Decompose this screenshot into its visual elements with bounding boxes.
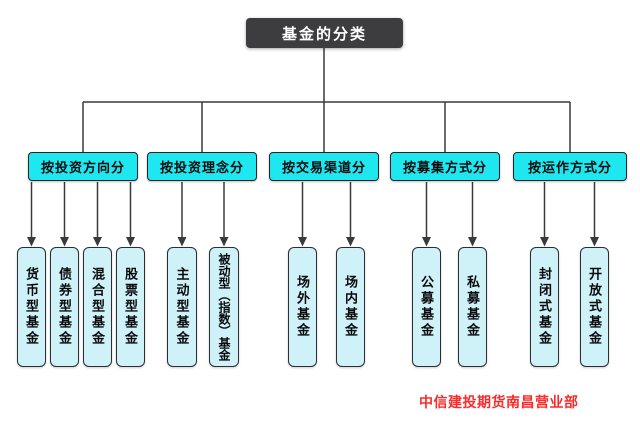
leaf-private-fund: 私募基金 xyxy=(458,247,487,367)
leaf-label: 股票型基金 xyxy=(123,267,138,347)
leaf-label: 公募基金 xyxy=(419,275,434,339)
branch-label: 按交易渠道分 xyxy=(281,160,366,175)
leaf-closed-end-fund: 封闭式基金 xyxy=(530,247,559,367)
branch-operation-method: 按运作方式分 xyxy=(513,152,627,181)
leaf-public-fund: 公募基金 xyxy=(412,247,441,367)
branch-label: 按募集方式分 xyxy=(402,160,487,175)
tree-connector xyxy=(82,48,571,152)
leaf-hybrid-fund: 混合型基金 xyxy=(83,247,112,367)
branch-trading-channel: 按交易渠道分 xyxy=(269,152,379,181)
leaf-active-fund: 主动型基金 xyxy=(167,247,197,367)
branch-label: 按投资方向分 xyxy=(40,160,125,175)
leaf-label: 主动型基金 xyxy=(174,267,190,347)
leaf-stock-fund: 股票型基金 xyxy=(116,247,145,367)
leaf-label: 封闭式基金 xyxy=(537,267,552,347)
leaf-exchange-fund: 场内基金 xyxy=(336,247,365,367)
leaf-label: 开放式基金 xyxy=(587,267,602,347)
leaf-label: 私募基金 xyxy=(465,275,480,339)
footer-caption: 中信建投期货南昌营业部 xyxy=(419,394,579,410)
branch-investment-direction: 按投资方向分 xyxy=(28,152,138,181)
leaf-bond-fund: 债券型基金 xyxy=(50,247,79,367)
leaf-label: 混合型基金 xyxy=(90,267,105,347)
branch-label: 按投资理念分 xyxy=(159,160,244,175)
leaf-passive-index-fund: 被动型（指数）基金 xyxy=(209,247,239,367)
leaf-otc-fund: 场外基金 xyxy=(288,247,317,367)
root-node: 基金的分类 xyxy=(246,18,403,48)
leaf-open-end-fund: 开放式基金 xyxy=(580,247,609,367)
leaf-label: 场外基金 xyxy=(295,275,310,339)
leaf-money-fund: 货币型基金 xyxy=(17,247,46,367)
leaf-label: 被动型（指数）基金 xyxy=(217,253,231,361)
branch-investment-philosophy: 按投资理念分 xyxy=(147,152,257,181)
branch-fundraising-method: 按募集方式分 xyxy=(390,152,500,181)
leaf-label: 场内基金 xyxy=(343,275,358,339)
root-node-label: 基金的分类 xyxy=(281,25,367,43)
branch-label: 按运作方式分 xyxy=(527,160,612,175)
arrow-connectors xyxy=(27,182,599,247)
leaf-label: 债券型基金 xyxy=(57,267,72,347)
leaf-label: 货币型基金 xyxy=(24,267,39,347)
